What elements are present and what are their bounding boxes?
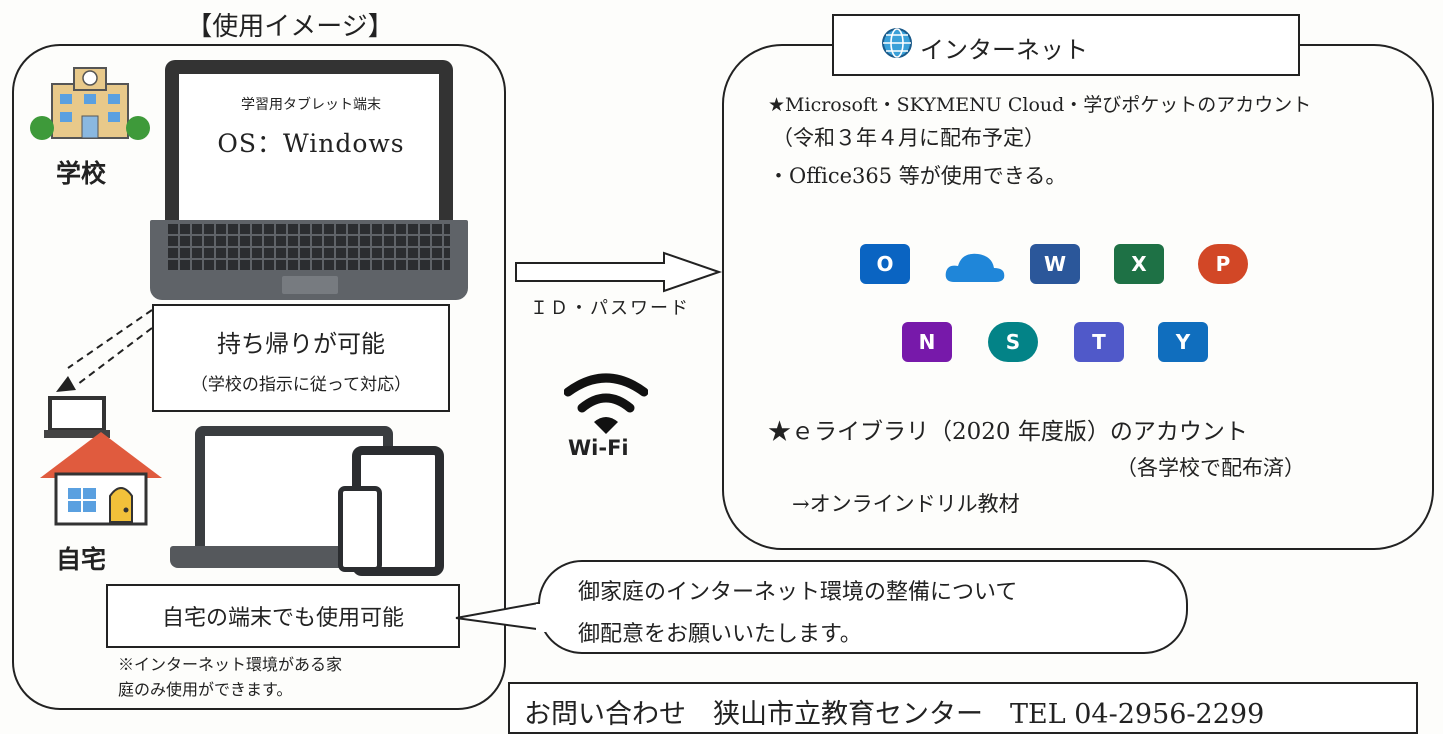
home-use-text: 自宅の端末でも使用可能 [161, 606, 404, 631]
outline-arrow-icon [515, 251, 723, 293]
home-use-box: 自宅の端末でも使用可能 [106, 584, 460, 648]
internet-line2: （令和３年４月に配布予定） [772, 126, 1045, 150]
onedrive-icon [944, 248, 1006, 288]
school-label: 学校 [56, 159, 107, 188]
small-laptop-icon [44, 396, 110, 438]
house-icon [40, 432, 162, 526]
internet-line4: ★ｅライブラリ（2020 年度版）のアカウント [768, 419, 1248, 445]
internet-panel [722, 44, 1434, 550]
internet-line6: →オンラインドリル教材 [792, 492, 1020, 516]
contact-text: お問い合わせ 狭山市立教育センター TEL 04-2956-2299 [524, 699, 1265, 730]
powerpoint-icon: P [1198, 244, 1248, 284]
takehome-box: 持ち帰りが可能 （学校の指示に従って対応） [152, 304, 450, 412]
home-label: 自宅 [56, 545, 107, 574]
usage-panel [12, 44, 506, 710]
device-caption: 学習用タブレット端末 [241, 97, 381, 113]
internet-line5: （各学校で配布済） [1116, 456, 1305, 480]
outlook-icon: O [860, 244, 910, 284]
school-building-icon [30, 67, 150, 140]
notice-line2: 御配意をお願いいたします。 [578, 622, 862, 647]
usage-title: 【使用イメージ】 [150, 6, 430, 43]
contact-box: お問い合わせ 狭山市立教育センター TEL 04-2956-2299 [508, 682, 1418, 734]
teams-icon: T [1074, 322, 1124, 362]
excel-icon: X [1114, 244, 1164, 284]
touchpad [282, 276, 338, 294]
id-password-label: ＩＤ・パスワード [530, 298, 690, 319]
smartphone-device [338, 486, 382, 572]
internet-line3: ・Office365 等が使用できる。 [768, 164, 1067, 188]
keyboard-rows [168, 224, 450, 272]
notice-line1: 御家庭のインターネット環境の整備について [578, 580, 1018, 605]
home-note-line2: 庭のみ使用ができます。 [118, 680, 293, 699]
bubble-tail [455, 601, 545, 631]
carry-home-arrow-icon [56, 309, 153, 392]
internet-title: インターネット [920, 36, 1088, 64]
word-icon: W [1030, 244, 1080, 284]
device-os: OS：Windows [217, 129, 405, 158]
yammer-icon: Y [1158, 322, 1208, 362]
home-note-line1: ※インターネット環境がある家 [118, 655, 343, 674]
takehome-main: 持ち帰りが可能 [217, 330, 385, 358]
wifi-icon [564, 373, 648, 434]
notice-bubble [538, 560, 1188, 654]
sharepoint-icon: S [988, 322, 1038, 362]
internet-line1: ★Microsoft・SKYMENU Cloud・学びポケットのアカウント [768, 94, 1312, 116]
home-note: ※インターネット環境がある家 庭のみ使用ができます。 [118, 652, 458, 702]
takehome-sub: （学校の指示に従って対応） [190, 375, 412, 395]
wifi-label: Wi-Fi [568, 436, 629, 460]
onenote-icon: N [902, 322, 952, 362]
globe-icon [882, 28, 912, 58]
bubble-tail-joint [536, 604, 546, 632]
